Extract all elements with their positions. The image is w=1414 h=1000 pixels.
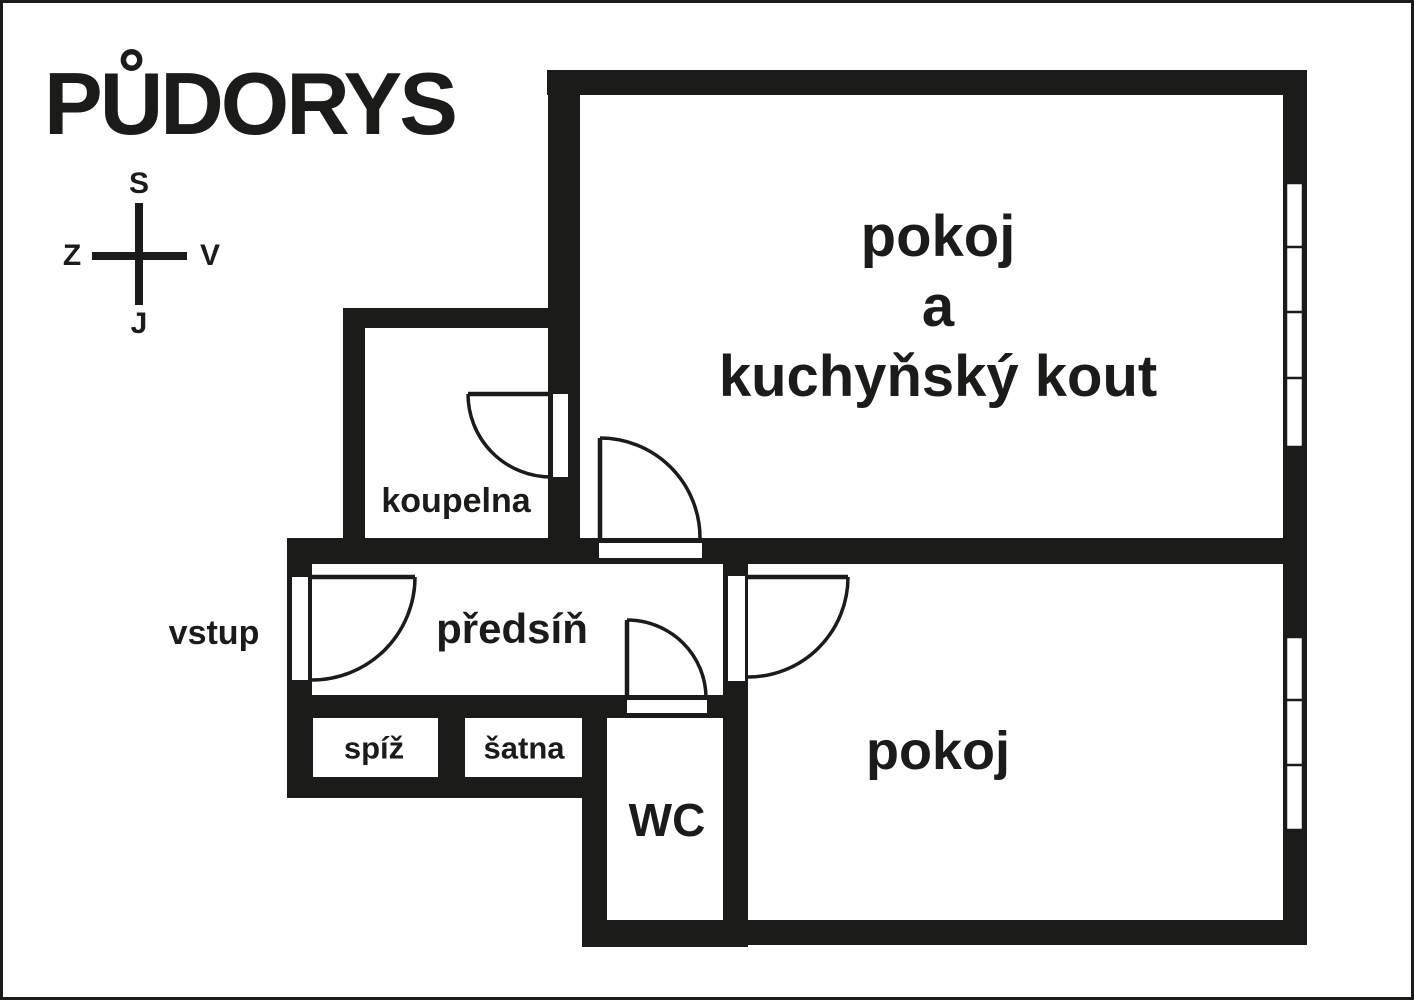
room-label-entrance: vstup: [168, 614, 260, 652]
room2-door-opening: [728, 576, 745, 681]
room-label-room2: pokoj: [866, 721, 1010, 781]
room-openings: [292, 394, 745, 920]
compass-north-label: S: [128, 167, 150, 200]
kitchen-door-arc: [599, 436, 702, 539]
wall-top: [547, 70, 1307, 95]
wall-bottom: [723, 920, 1307, 945]
compass-south-label: J: [130, 307, 148, 340]
room-label-kitchen-line2: a: [921, 274, 955, 339]
pantry-interior: [313, 718, 438, 777]
wc-interior: [607, 718, 723, 920]
compass-west-label: Z: [62, 239, 82, 272]
room-label-closet: šatna: [483, 730, 565, 766]
entrance-door-opening: [292, 577, 308, 680]
room-label-kitchen: pokoj a kuchyňský kout: [719, 202, 1157, 412]
page-title: PŮDORYS: [44, 54, 458, 153]
room2-door-arc: [747, 576, 850, 679]
room-label-kitchen-line1: pokoj: [860, 204, 1016, 269]
bathroom-door-opening: [553, 394, 568, 477]
room-label-hall: předsíň: [436, 605, 588, 652]
compass-east-label: V: [199, 239, 221, 272]
kitchen-door-opening: [599, 543, 702, 558]
bathroom-door-arc: [466, 393, 552, 479]
room-label-pantry: spíž: [343, 730, 405, 766]
room2-window: [1284, 635, 1305, 832]
kitchen-window: [1284, 181, 1305, 449]
wall-bathroom-top: [343, 308, 580, 328]
wall-bathroom-left: [343, 308, 365, 538]
wc-door-arc: [626, 618, 708, 699]
windows: [1284, 181, 1305, 832]
wall-middle-band: [287, 538, 1307, 564]
compass-cross: [92, 203, 187, 305]
entrance-door-arc: [311, 576, 417, 682]
room-label-bathroom: koupelna: [381, 482, 531, 520]
closet-interior: [465, 718, 582, 777]
doors: [311, 391, 850, 699]
room-label-wc: WC: [628, 794, 706, 846]
room-label-kitchen-line3: kuchyňský kout: [718, 344, 1158, 409]
wc-door-opening: [627, 700, 707, 713]
